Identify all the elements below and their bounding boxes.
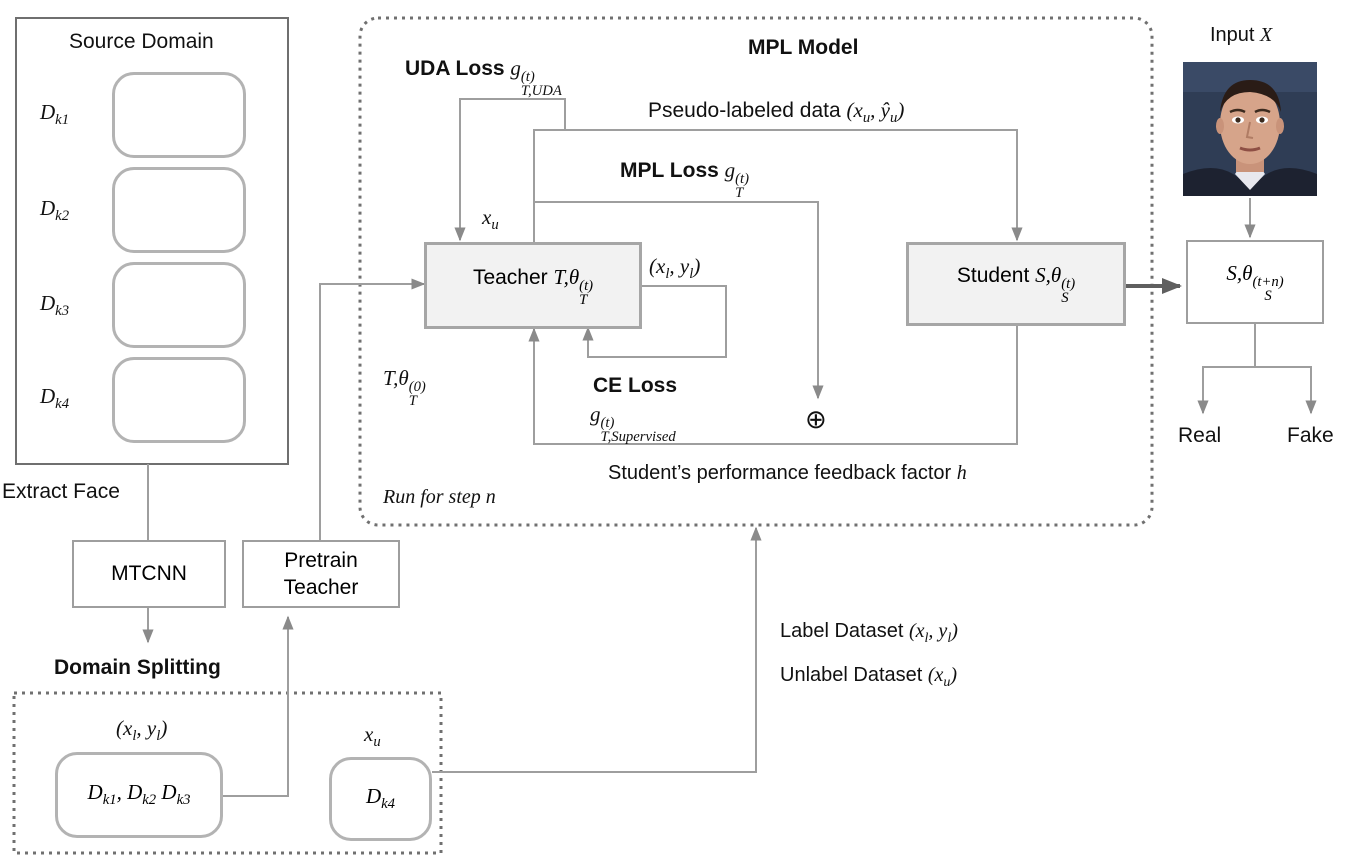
pretrain-teacher-box: Pretrain Teacher — [242, 540, 400, 608]
domain-label-k2: Dk2 — [40, 196, 70, 225]
label-dataset-text: Label Dataset (xl, yl) — [780, 620, 958, 646]
source-domain-title: Source Domain — [69, 30, 214, 53]
uda-loss-label: UDA Loss g(t)T,UDA — [405, 56, 562, 99]
mtcnn-box: MTCNN — [72, 540, 226, 608]
pseudo-labeled-label: Pseudo-labeled data (xu, ŷu) — [648, 98, 905, 127]
ce-loss-gradient: g(t)T,Supervised — [590, 402, 676, 445]
loop-pair-label: (xl, yl) — [649, 254, 701, 283]
domain-box-k3 — [112, 262, 246, 348]
output-real-label: Real — [1178, 424, 1222, 447]
labeled-pair-label: (xl, yl) — [116, 716, 168, 745]
wire-ce-loop — [582, 285, 727, 358]
wire-pretrain-to-teacher — [319, 278, 426, 540]
labeled-domains-label: Dk1, Dk2 Dk3 — [87, 780, 191, 809]
domain-label-k4: Dk4 — [40, 384, 70, 413]
run-steps-label: Run for step n — [383, 486, 496, 508]
xu-label: xu — [482, 205, 499, 234]
mtcnn-label: MTCNN — [111, 562, 187, 585]
unlabeled-domain-label: Dk4 — [365, 784, 396, 813]
domain-box-k4 — [112, 357, 246, 443]
student-label: Student S,θ(t)S — [956, 263, 1076, 306]
wire-labeled-to-pretrain — [222, 615, 294, 797]
labeled-domains-box: Dk1, Dk2 Dk3 — [55, 752, 223, 838]
wire-mpl-loss — [534, 201, 824, 400]
wire-pseudo-labeled — [533, 129, 1023, 242]
teacher-node: Teacher T,θ(t)T — [424, 242, 642, 329]
unlabel-dataset-text: Unlabel Dataset (xu) — [780, 664, 958, 690]
unlabeled-var-label: xu — [364, 722, 381, 751]
extract-face-label: Extract Face — [2, 480, 120, 503]
feedback-label: Student’s performance feedback factor h — [608, 462, 967, 484]
pretrain-label-line1: Pretrain — [284, 549, 358, 572]
sum-symbol: ⊕ — [805, 404, 827, 434]
final-student-node: S,θ(t+n)S — [1186, 240, 1324, 324]
wire-to-real — [1197, 366, 1255, 415]
teacher-label: Teacher T,θ(t)T — [472, 264, 594, 308]
mpl-model-frame — [358, 16, 1154, 527]
mpl-model-title: MPL Model — [748, 36, 859, 59]
ce-loss-title: CE Loss — [593, 374, 678, 397]
source-domain-frame — [15, 17, 289, 465]
wire-to-fake — [1255, 366, 1317, 415]
domain-label-k1: Dk1 — [40, 100, 70, 129]
input-face-image — [1183, 62, 1317, 196]
mpl-loss-label: MPL Loss g(t)T — [620, 158, 750, 201]
final-student-label: S,θ(t+n)S — [1226, 261, 1284, 304]
pretrain-label-line2: Teacher — [283, 576, 359, 599]
student-node: Student S,θ(t)S — [906, 242, 1126, 326]
wire-uda-loss-loop — [454, 98, 566, 242]
wire-feedback — [528, 326, 1018, 445]
domain-box-k2 — [112, 167, 246, 253]
initial-teacher-label: T,θ(0)T — [383, 366, 426, 409]
input-label: Input X — [1210, 24, 1273, 46]
wire-unlabeled-to-mpl — [432, 526, 762, 773]
output-fake-label: Fake — [1287, 424, 1334, 447]
domain-label-k3: Dk3 — [40, 291, 70, 320]
unlabeled-domain-box: Dk4 — [329, 757, 432, 841]
domain-splitting-title: Domain Splitting — [54, 656, 221, 679]
domain-box-k1 — [112, 72, 246, 158]
